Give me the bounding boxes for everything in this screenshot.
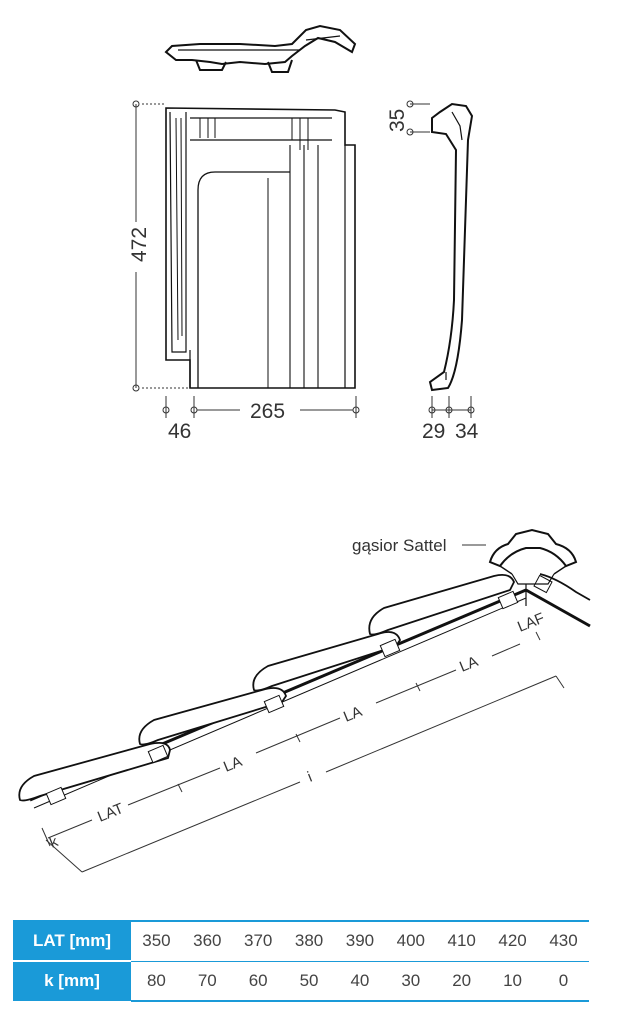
la-label-2: LA [341,703,364,726]
table-cell: 420 [487,921,538,962]
table-cell: 20 [436,961,488,1002]
table-cell: 360 [181,921,233,962]
height-dimension [132,100,190,392]
la-label-1: LA [221,753,244,776]
table-cell: 30 [385,961,437,1002]
dimension-margin-label: 46 [168,420,191,443]
dimension-width-label: 265 [250,400,285,423]
table-cell: 400 [385,921,437,962]
row-header-lat: LAT [mm] [13,921,131,962]
tile-top-profile [164,24,357,73]
table-cell: 430 [538,921,589,962]
ridge-tile [488,528,578,568]
table-cell: 80 [131,961,182,1002]
row-header-k: k [mm] [13,961,131,1001]
k-label: k [47,833,61,852]
table-cell: 40 [334,961,386,1002]
profile-dimension [428,396,475,418]
dimension-lip-label: 35 [386,109,409,132]
table-cell: 410 [436,921,488,962]
table-cell: 380 [283,921,335,962]
la-label-3: LA [457,653,480,676]
battens [45,574,553,806]
tile-course-3 [252,631,401,692]
width-dimension [162,396,360,418]
table-cell: 10 [487,961,538,1002]
lip-dimension [406,100,430,136]
table-cell: 50 [283,961,335,1002]
table-row-k: k [mm] 80 70 60 50 40 30 20 10 0 [13,961,589,1002]
lat-k-table: LAT [mm] 350 360 370 380 390 400 410 420… [13,920,589,1002]
laf-label: LAF [515,610,547,636]
table-cell: 0 [538,961,589,1002]
i-label: i [305,769,314,786]
tile-course-1 [18,741,171,802]
tile-course-2 [138,687,287,746]
table-cell: 350 [131,921,182,962]
table-cell: 70 [181,961,233,1002]
tile-course-4 [368,573,515,636]
roof-section [18,528,591,809]
dimension-height-label: 472 [128,227,151,262]
technical-drawing: 472 265 46 35 29 34 [18,24,591,873]
table-cell: 370 [232,921,284,962]
dimension-profile-a-label: 29 [422,420,445,443]
table-cell: 60 [232,961,284,1002]
batten-dimension-chain [41,631,565,873]
ridge-label: gąsior Sattel [352,536,447,555]
dimension-profile-b-label: 34 [455,420,479,443]
tile-front-view [165,107,356,389]
table-row-lat: LAT [mm] 350 360 370 380 390 400 410 420… [13,921,589,962]
tile-side-view [428,102,474,392]
lat-label: LAT [95,800,126,826]
table-cell: 390 [334,921,386,962]
